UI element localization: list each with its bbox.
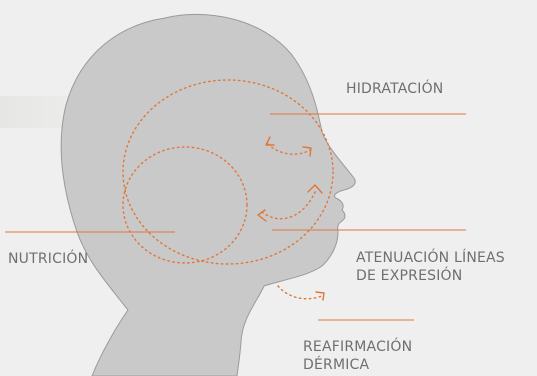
atenuacion-label-line-2: DE EXPRESIÓN [356, 268, 463, 284]
hidratacion-label: HIDRATACIÓN [346, 81, 444, 97]
nutricion-label: NUTRICIÓN [8, 251, 89, 267]
atenuacion-label: ATENUACIÓN LÍNEAS DE EXPRESIÓN [356, 249, 505, 285]
reafirmacion-label-line-1: REAFIRMACIÓN [303, 339, 413, 355]
reafirmacion-label: REAFIRMACIÓN DÉRMICA [303, 338, 412, 374]
atenuacion-label-line-1: ATENUACIÓN LÍNEAS [356, 250, 505, 266]
arrow-middle [257, 184, 323, 222]
arrow-lower [277, 285, 325, 301]
head-silhouette [60, 13, 356, 376]
nutrition-dotted-circle [122, 146, 248, 264]
arrow-upper [265, 136, 312, 157]
reafirmacion-label-line-2: DÉRMICA [303, 357, 370, 373]
hydration-dotted-circle [122, 79, 334, 265]
